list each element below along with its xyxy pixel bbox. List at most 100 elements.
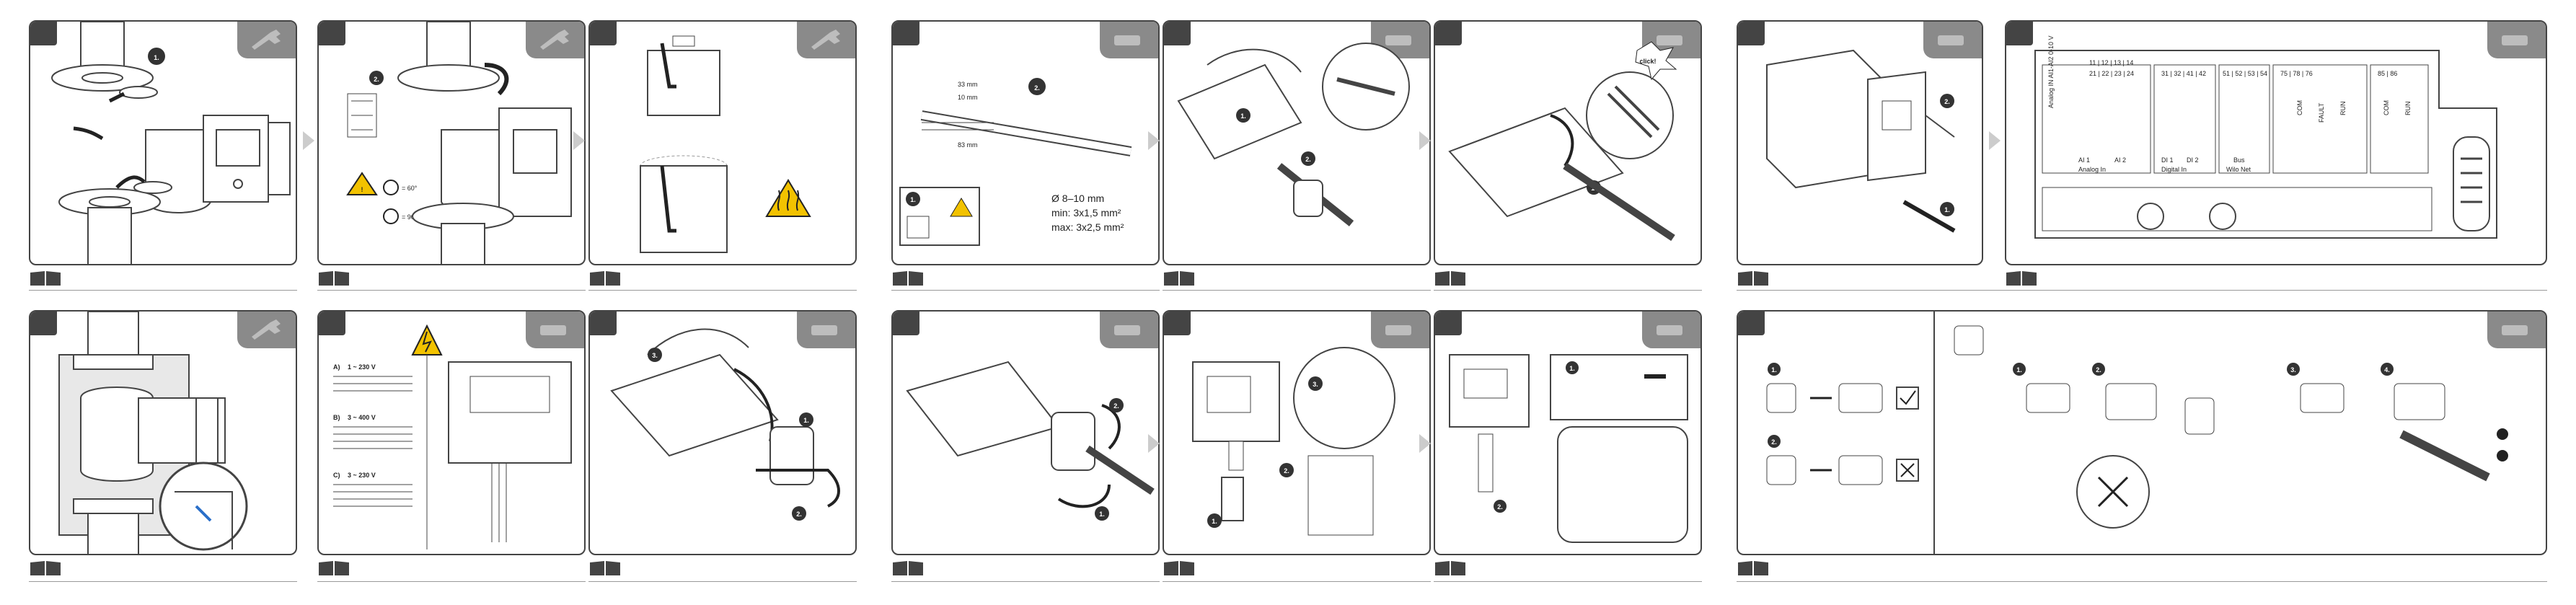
next-arrow-icon xyxy=(573,131,585,150)
terminal-run2: RUN xyxy=(2404,102,2412,116)
next-arrow-icon xyxy=(1148,434,1160,453)
tool-badge xyxy=(2487,22,2546,58)
step-number: 2. xyxy=(1771,438,1777,446)
step-number: 2. xyxy=(1034,84,1040,92)
terminal-ai2: AI 2 xyxy=(2114,156,2126,164)
step-marker xyxy=(319,22,345,45)
group-cable: 33 mm 10 mm 83 mm 2. Ø 8–10 mm min: 3x1,… xyxy=(891,0,1165,605)
cable-max: max: 3x2,5 mm² xyxy=(1051,221,1124,233)
divider xyxy=(317,290,586,291)
step-number: 1. xyxy=(910,196,916,203)
step-number: 1. xyxy=(1099,511,1105,518)
step-number: 2. xyxy=(1113,402,1119,410)
step-number: 2. xyxy=(374,76,379,83)
step-number: 1. xyxy=(1944,206,1950,213)
cable-gland-illustration: 1. 2. 1. 2. 3. 4 xyxy=(1766,312,2508,554)
step-marker xyxy=(590,22,617,45)
manual-book-icon xyxy=(1737,270,1770,287)
divider xyxy=(1434,290,1702,291)
manual-book-icon xyxy=(891,270,925,287)
manual-book-icon xyxy=(588,270,622,287)
divider xyxy=(1163,581,1431,582)
cable-len-2: 10 mm xyxy=(958,94,978,101)
cable-icon xyxy=(1657,35,1682,45)
tool-badge xyxy=(1100,312,1158,348)
panel-flange-screws: 2. ! = 60° = 90° xyxy=(317,20,586,265)
wiring-illustration: A) 1 ~ 230 V B) 3 ~ 400 V C) 3 ~ 230 V xyxy=(333,324,572,549)
terminal-bus-nums: 51 | 52 | 53 | 54 xyxy=(2223,70,2267,77)
flange-illustration: 1. xyxy=(51,22,291,264)
step-marker xyxy=(30,22,57,45)
pump-insulation-illustration xyxy=(58,312,248,554)
manual-book-icon xyxy=(1163,270,1196,287)
plug-remove-illustration: 1. 2. xyxy=(1449,354,1688,543)
step-marker xyxy=(1435,22,1462,45)
terminal-bus: Bus xyxy=(2233,156,2245,164)
tool-badge xyxy=(237,312,296,348)
step-number: 1. xyxy=(1569,365,1575,372)
group-installation: 1. xyxy=(0,0,303,605)
divider xyxy=(29,290,297,291)
tool-badge xyxy=(1642,312,1701,348)
manual-book-icon xyxy=(2005,270,2038,287)
step-marker xyxy=(590,312,617,335)
next-arrow-icon xyxy=(1989,131,2001,150)
wrench-icon xyxy=(252,319,281,340)
screw-tighten-illustration: 2. ! = 60° = 90° xyxy=(346,22,572,264)
step-marker xyxy=(2006,22,2033,45)
group-tighten: 2. ! = 60° = 90° A) 1 ~ xyxy=(317,0,591,605)
tool-badge xyxy=(237,22,296,58)
group-terminals: 11 | 12 | 13 | 14 21 | 22 | 23 | 24 Anal… xyxy=(2005,0,2547,605)
step-number: 1. xyxy=(1240,112,1246,120)
step-number: 1. xyxy=(2016,366,2022,374)
manual-book-icon xyxy=(1434,270,1467,287)
divider xyxy=(1434,581,1702,582)
tool-badge xyxy=(526,312,584,348)
manual-book-icon xyxy=(29,560,62,577)
divider xyxy=(1163,290,1431,291)
click-label: click! xyxy=(1639,58,1656,65)
next-arrow-icon xyxy=(1419,434,1431,453)
step-number: 2. xyxy=(796,511,802,518)
tool-badge xyxy=(797,22,855,58)
manual-book-icon xyxy=(891,560,925,577)
plug-rotate-illustration: 2. 1. xyxy=(906,361,1155,521)
terminal-block-illustration: 11 | 12 | 13 | 14 21 | 22 | 23 | 24 Anal… xyxy=(2034,35,2497,239)
cable-len-3: 83 mm xyxy=(958,141,978,149)
terminal-com-nums: 75 | 78 | 76 xyxy=(2280,70,2313,77)
terminal-di1: DI 1 xyxy=(2161,156,2174,164)
svg-text:!: ! xyxy=(361,186,363,193)
panel-flange-gasket: 1. xyxy=(29,20,297,265)
terminal-run: RUN xyxy=(2339,102,2347,116)
step-number: 2. xyxy=(1497,503,1503,511)
panel-plug-click: click! 1. xyxy=(1434,20,1702,265)
wiring-c: C) xyxy=(333,472,340,479)
cable-icon xyxy=(1114,325,1140,335)
panel-pipe-strap xyxy=(588,20,857,265)
step-marker xyxy=(1164,312,1191,335)
cable-diameter: Ø 8–10 mm xyxy=(1051,193,1104,204)
terminal-wilo-net: Wilo Net xyxy=(2226,166,2251,173)
cable-icon xyxy=(1938,35,1964,45)
step-marker xyxy=(893,22,919,45)
cable-len-1: 33 mm xyxy=(958,81,978,88)
tool-badge xyxy=(1923,22,1982,58)
divider xyxy=(588,290,857,291)
wrench-icon xyxy=(811,30,840,50)
wiring-a-volt: 1 ~ 230 V xyxy=(348,363,376,371)
wiring-b: B) xyxy=(333,414,340,421)
torque-label: = 90° xyxy=(402,213,418,221)
step-marker xyxy=(1435,312,1462,335)
torque-label: = 60° xyxy=(402,185,418,192)
step-number: 3. xyxy=(652,352,658,359)
step-marker xyxy=(319,312,345,335)
panel-plug-rotate: 2. 1. xyxy=(891,310,1160,555)
manual-book-icon xyxy=(1434,560,1467,577)
cable-icon xyxy=(811,325,837,335)
cable-icon xyxy=(2502,325,2528,335)
cable-icon xyxy=(1657,325,1682,335)
divider xyxy=(317,581,586,582)
manual-book-icon xyxy=(588,560,622,577)
step-marker xyxy=(1164,22,1191,45)
panel-plug-assembly: 3. 1. 2. xyxy=(588,310,857,555)
